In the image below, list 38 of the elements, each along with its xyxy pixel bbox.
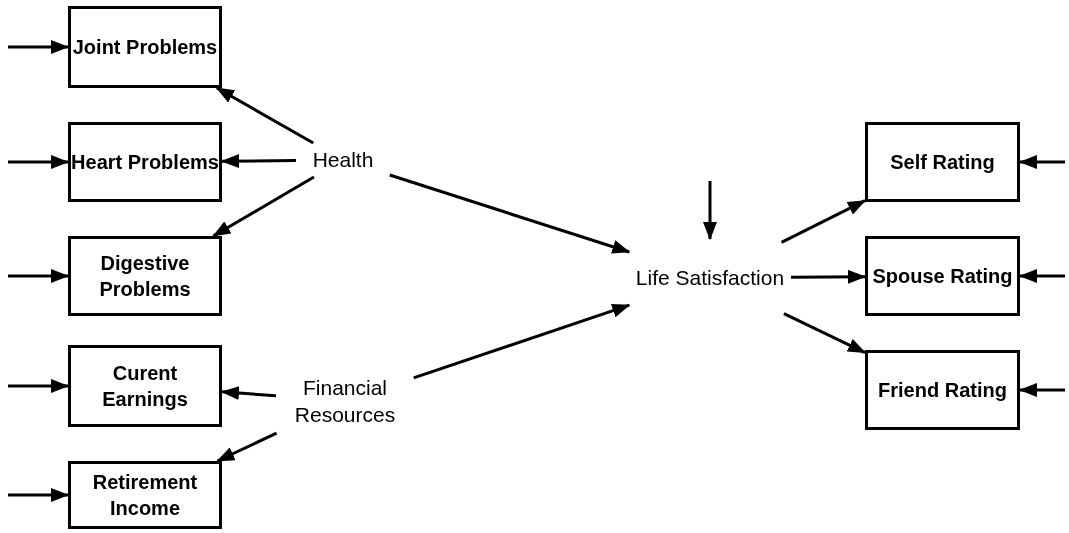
box-label: Curent Earnings (101, 361, 189, 412)
variable-box (68, 6, 222, 88)
arrow (8, 269, 69, 283)
variable-box (865, 122, 1020, 202)
box-label: Retirement Income (91, 470, 199, 521)
arrow (1019, 269, 1065, 283)
box-label: Digestive Problems (98, 251, 192, 302)
arrow (783, 312, 866, 355)
arrow (8, 488, 69, 502)
arrow (8, 155, 69, 169)
arrow (780, 199, 866, 244)
arrow (215, 86, 314, 145)
variable-box (865, 350, 1020, 430)
arrow (413, 303, 631, 380)
arrow (221, 154, 296, 169)
variable-box (68, 236, 222, 316)
factor-label: Health (312, 147, 374, 174)
box-label: Self Rating (890, 150, 995, 175)
arrow (8, 379, 69, 393)
arrow (212, 175, 315, 238)
arrow (1019, 383, 1065, 397)
arrow (703, 181, 717, 240)
arrow (791, 269, 866, 284)
variable-box (68, 122, 222, 202)
arrow (389, 173, 631, 254)
factor-label: Life Satisfaction (635, 265, 785, 292)
variable-box (865, 236, 1020, 316)
box-label: Friend Rating (878, 378, 1007, 403)
arrow (1019, 155, 1065, 169)
box-label: Joint Problems (72, 35, 218, 60)
variable-box (68, 461, 222, 529)
box-label: Spouse Rating (872, 264, 1013, 289)
arrow (216, 431, 278, 463)
arrow (8, 40, 69, 54)
variable-box (68, 345, 222, 427)
factor-label: Financial Resources (293, 374, 397, 428)
box-label: Heart Problems (71, 150, 219, 175)
arrow (221, 386, 277, 401)
